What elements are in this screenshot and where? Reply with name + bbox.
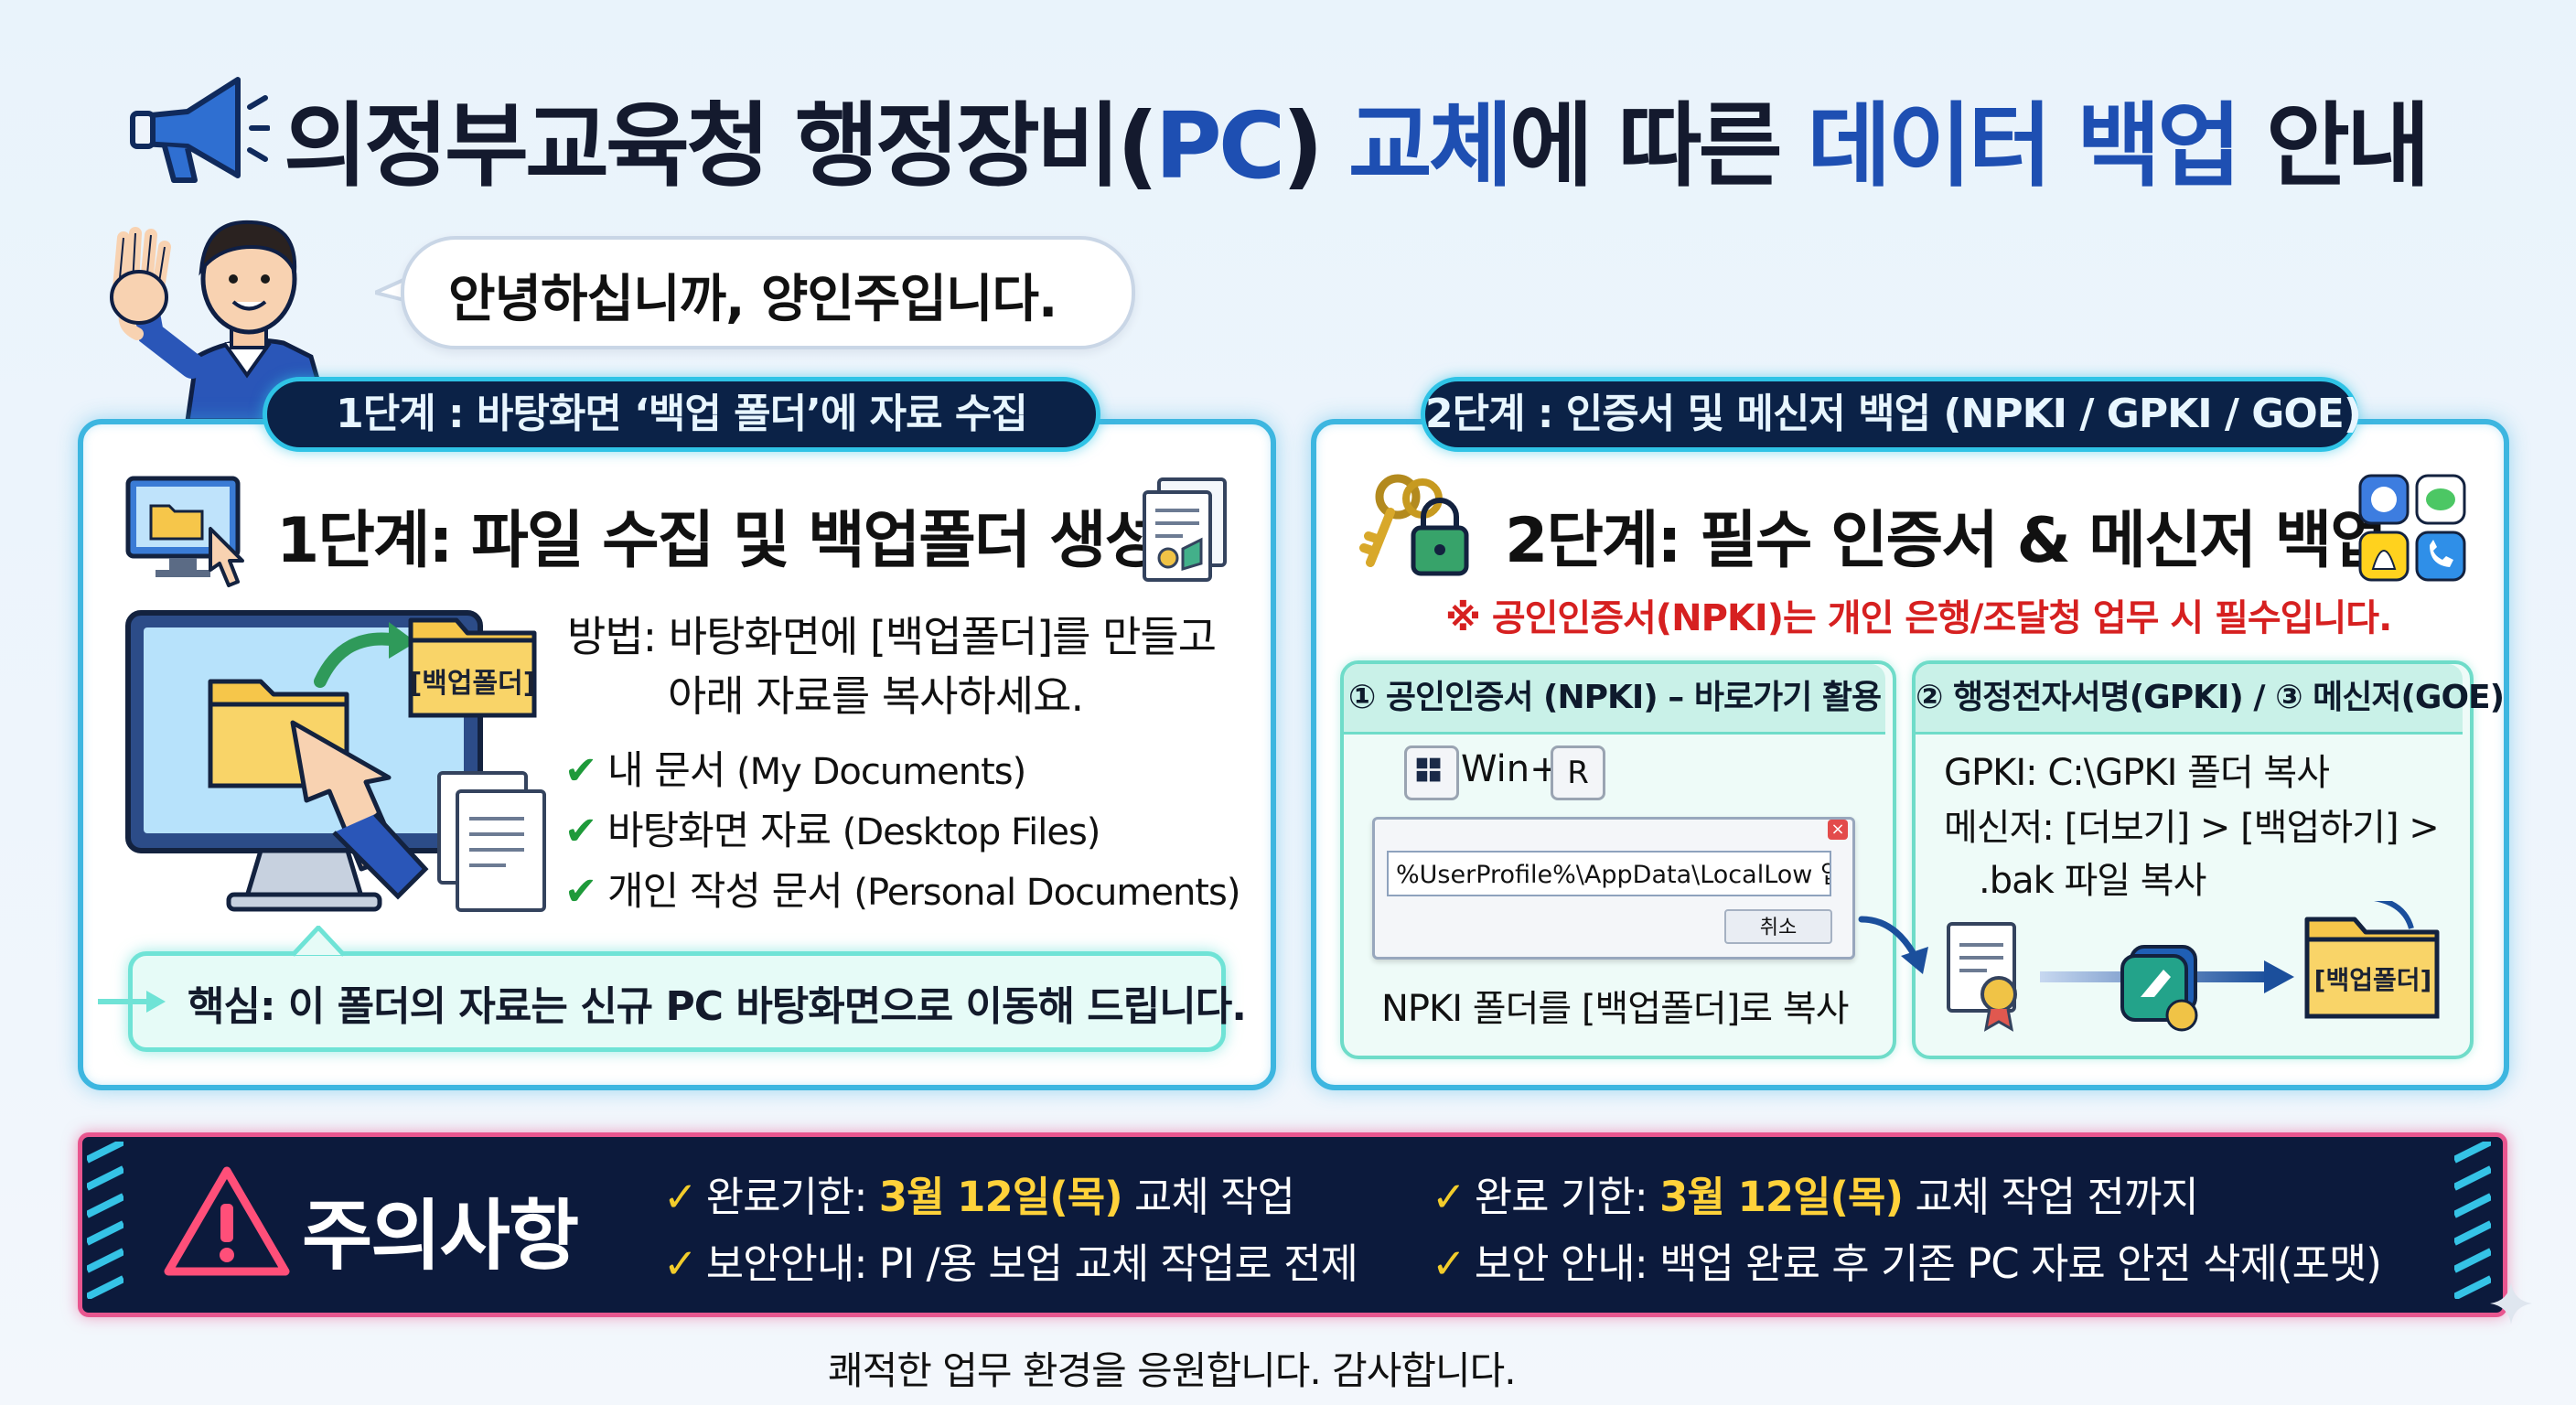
caution-bar: [78, 1132, 2507, 1317]
check-icon: ✓: [1432, 1239, 1466, 1288]
step2-title: 2단계: 필수 인증서 & 메신저 백업: [1505, 505, 2388, 577]
messenger-instruction-2: .bak 파일 복사: [1979, 860, 2206, 902]
page-title: 의정부교육청 행정장비(PC) 교체에 따른 데이터 백업 안내: [284, 92, 2431, 199]
caution-title: 주의사항: [302, 1191, 579, 1281]
core-note-text: 핵심: 이 폴더의 자료는 신규 PC 바탕화면으로 이동해 드립니다.: [188, 983, 1247, 1030]
step1-title: 1단계: 파일 수집 및 백업폴더 생성: [276, 505, 1162, 577]
check-icon: ✔: [564, 809, 597, 854]
step1-tag: 1단계 : 바탕화면 ‘백업 폴더’에 자료 수집: [263, 377, 1100, 452]
click-computer-icon: [125, 476, 244, 587]
check-item-desktop-files: ✔바탕화면 자료 (Desktop Files): [564, 809, 1100, 854]
check-icon: ✔: [564, 748, 597, 794]
speech-bubble: [401, 236, 1135, 349]
windows-key-icon: [1404, 745, 1459, 800]
check-item-personal-documents: ✔개인 작성 문서 (Personal Documents): [564, 869, 1240, 915]
check-item-my-documents: ✔내 문서 (My Documents): [564, 748, 1026, 794]
caution-item: ✓완료 기한: 3월 12일(목) 교체 작업 전까지: [1432, 1173, 2199, 1221]
npki-copy-text: NPKI 폴더를 [백업폴더]로 복사: [1381, 988, 1849, 1030]
document-icon: [1143, 477, 1227, 582]
footer-text: 쾌적한 업무 환경을 응원합니다. 감사합니다.: [828, 1348, 1517, 1393]
close-icon[interactable]: ×: [1828, 820, 1848, 840]
messenger-instruction-1: 메신저: [더보기] > [백업하기] >: [1944, 807, 2440, 849]
app-tile-icon: [2120, 945, 2198, 1032]
certificate-icon: [1947, 922, 2017, 1032]
megaphone-icon: [130, 77, 270, 183]
gpki-instruction: GPKI: C:\GPKI 폴더 복사: [1944, 752, 2330, 794]
folder-label-text: [백업폴더]: [409, 668, 536, 700]
arrow-right-icon: [98, 991, 166, 1013]
person-illustration: [110, 220, 332, 421]
dest-folder-label: [백업폴더]: [2313, 965, 2432, 995]
caution-item: ✓보안안내: PI /용 보업 교체 작업로 전제: [663, 1239, 1358, 1288]
stripe-decoration: [2454, 1142, 2491, 1299]
method-line-1: 방법: 바탕화면에 [백업폴더]를 만들고: [567, 612, 1217, 661]
npki-subpanel-header: ① 공인인증서 (NPKI) – 바로가기 활용: [1344, 664, 1885, 735]
stripe-decoration: [87, 1142, 123, 1299]
warning-triangle-icon: [164, 1166, 290, 1276]
method-line-2: 아래 자료를 복사하세요.: [668, 671, 1084, 721]
greeting-text: 안녕하십니까, 양인주입니다.: [448, 270, 1057, 329]
sparkle-icon: [2490, 1282, 2532, 1325]
folder-icon: [408, 617, 537, 718]
curved-arrow-icon: [1858, 916, 1928, 974]
keys-lock-icon: [1359, 474, 1469, 576]
win-shortcut-label: Win+: [1461, 748, 1561, 790]
folder-icon: [2304, 901, 2440, 1019]
run-input[interactable]: %UserProfile%\AppData\LocalLow 입력: [1387, 851, 1831, 896]
r-key: R: [1551, 745, 1605, 800]
caution-item: ✓보안 안내: 백업 완료 후 기존 PC 자료 안전 삭제(포맷): [1432, 1239, 2382, 1288]
npki-warning-text: ※ 공인인증서(NPKI)는 개인 은행/조달청 업무 시 필수입니다.: [1445, 597, 2392, 639]
check-icon: ✔: [564, 869, 597, 915]
cancel-button[interactable]: 취소: [1724, 909, 1832, 944]
core-note-pointer: [293, 926, 344, 957]
gpki-goe-subpanel-header: ② 행정전자서명(GPKI) / ③ 메신저(GOE): [1916, 664, 2505, 735]
caution-item: ✓완료기한: 3월 12일(목) 교체 작업: [663, 1173, 1295, 1221]
check-icon: ✓: [1432, 1173, 1466, 1221]
messenger-apps-icon: [2358, 474, 2466, 582]
check-icon: ✓: [663, 1239, 698, 1288]
step2-tag: 2단계 : 인증서 및 메신저 백업 (NPKI / GPKI / GOE): [1421, 377, 2362, 452]
monitor-illustration: [125, 610, 546, 912]
check-icon: ✓: [663, 1173, 698, 1221]
